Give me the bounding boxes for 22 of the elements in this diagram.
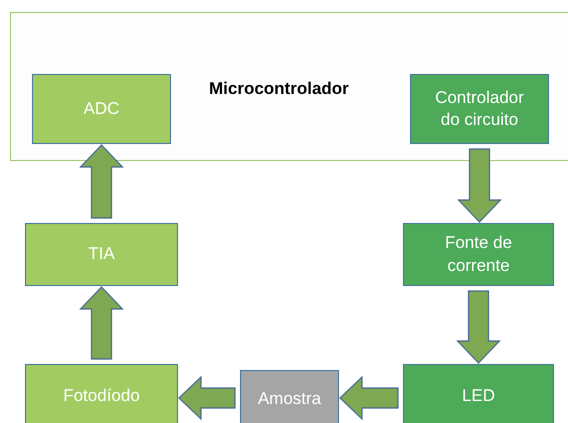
- process-box: [32, 74, 171, 144]
- group-heading: Microcontrolador: [209, 78, 349, 100]
- process-box: [25, 223, 178, 286]
- box-label: TIA: [88, 243, 115, 266]
- block-arrow: [79, 144, 124, 219]
- process-box: [403, 364, 554, 423]
- block-arrow: [79, 286, 124, 360]
- box-label: Controlador do circuito: [434, 86, 525, 131]
- block-arrow: [457, 148, 502, 223]
- box-label: Fonte de corrente: [444, 232, 514, 276]
- block-arrow: [339, 376, 399, 420]
- process-box: [410, 74, 549, 144]
- box-label: Amostra: [258, 388, 322, 410]
- block-arrow: [178, 376, 236, 420]
- box-label: ADC: [84, 98, 120, 120]
- box-label: LED: [462, 384, 496, 407]
- microcontroller-panel: [10, 12, 568, 161]
- block-arrow: [456, 290, 501, 364]
- process-box: [25, 364, 178, 423]
- process-box: [240, 370, 339, 423]
- process-box: [403, 223, 554, 286]
- box-label: Fotodíodo: [63, 384, 140, 407]
